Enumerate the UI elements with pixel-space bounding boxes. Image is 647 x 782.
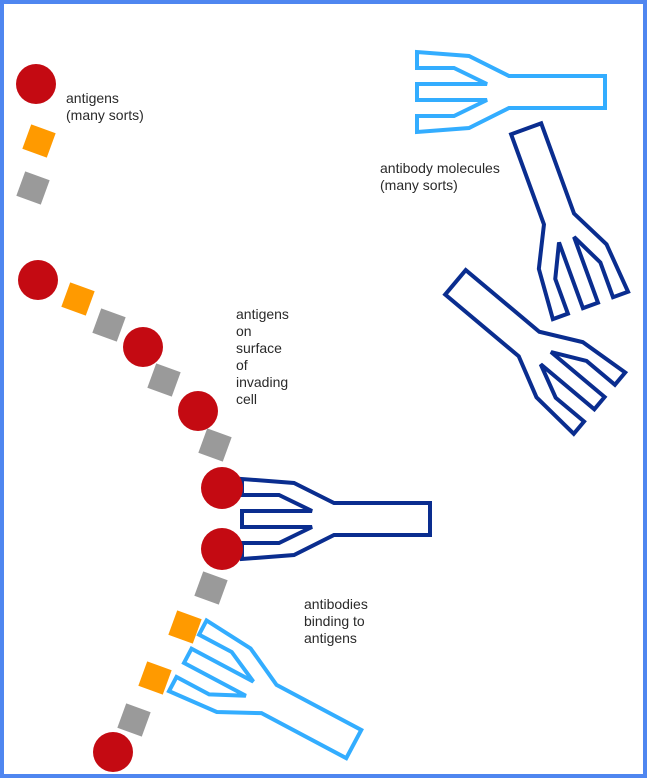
surface-antigen-red [123, 327, 163, 367]
antigen-red-legend [16, 64, 56, 104]
surface-antigen-red [18, 260, 58, 300]
antibody-light-free [417, 52, 605, 132]
surface-antigen-gray [92, 308, 125, 341]
label-antigens-types: antigens (many sorts) [66, 90, 144, 124]
surface-antigen-gray [147, 363, 180, 396]
antigen-orange-legend [22, 124, 55, 157]
surface-antigen-red [93, 732, 133, 772]
surface-antigen-gray [117, 703, 150, 736]
antibody-dark-free-upper [489, 115, 628, 319]
surface-antigen-gray [194, 571, 227, 604]
surface-antigen-orange [168, 610, 201, 643]
surface-antigen-red [201, 467, 243, 509]
surface-antigen-orange [61, 282, 94, 315]
label-antibodies-binding: antibodies binding to antigens [304, 596, 368, 647]
surface-antigen-red [201, 528, 243, 570]
label-antibody-types: antibody molecules (many sorts) [380, 160, 500, 194]
antigen-gray-legend [16, 171, 49, 204]
antibody-dark-free-lower [430, 252, 625, 434]
surface-antigen-gray [198, 428, 231, 461]
surface-antigen-orange [138, 661, 171, 694]
antibody-dark-bound [242, 479, 430, 559]
surface-antigen-red [178, 391, 218, 431]
label-surface-antigens: antigens on surface of invading cell [236, 306, 289, 408]
